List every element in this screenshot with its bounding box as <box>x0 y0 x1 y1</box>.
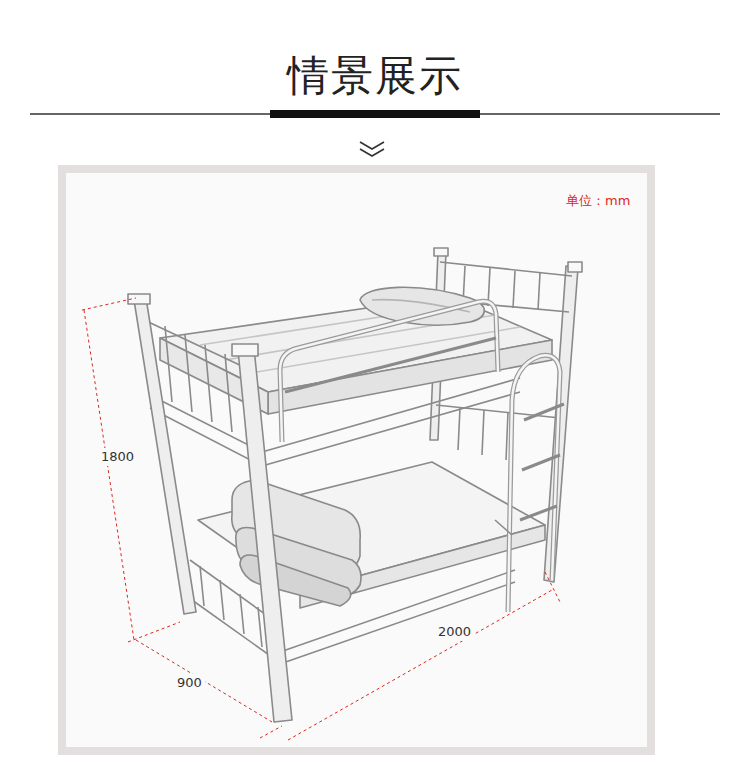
dimension-lines <box>82 298 560 740</box>
bed-frame <box>128 248 582 722</box>
dimension-width: 900 <box>174 674 205 692</box>
page-title: 情景展示 <box>287 48 463 104</box>
scene-frame <box>58 165 655 755</box>
dimension-height: 1800 <box>98 448 137 466</box>
unit-note: 单位：mm <box>563 192 633 210</box>
header-rule <box>30 110 720 156</box>
dimension-length: 2000 <box>435 623 474 641</box>
